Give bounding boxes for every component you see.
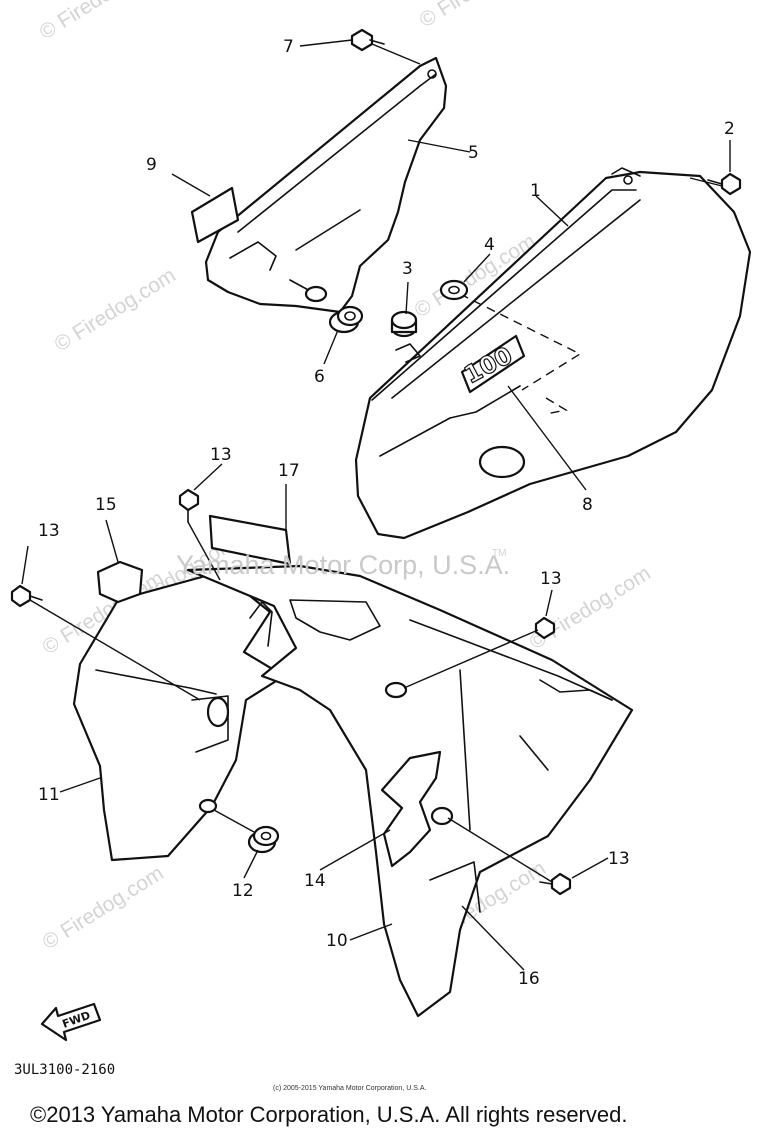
part-13-bolt-left [10, 584, 43, 608]
part-14-emblem [380, 750, 442, 868]
callout-8: 8 [582, 495, 593, 515]
part-1-right-side-cover [354, 167, 752, 540]
callout-7: 7 [283, 37, 294, 57]
part-15-clip [96, 560, 144, 604]
part-12-grommet [247, 825, 280, 854]
callout-numbers: 7 2 5 9 1 4 3 6 8 13 17 15 13 13 11 13 1… [38, 37, 735, 989]
diagram-code: 3UL3100-2160 [14, 1062, 115, 1078]
leader-lines [21, 39, 731, 971]
callout-6: 6 [314, 367, 325, 387]
callout-13-top: 13 [210, 445, 232, 465]
part-13-bolt-right-lower [539, 872, 572, 896]
watermark-firedog: © Firedog.com [50, 264, 179, 357]
watermark-yamaha: Yamaha Motor Corp, U.S.A. [176, 550, 510, 580]
callout-13-right-upper: 13 [540, 569, 562, 589]
watermark-firedog-top: © Firedog.com [415, 0, 544, 32]
part-4-grommet [439, 279, 469, 301]
callout-1: 1 [530, 181, 541, 201]
part-11-left-panel [72, 570, 286, 862]
callout-17: 17 [278, 461, 300, 481]
callout-13-left: 13 [38, 521, 60, 541]
part-5-left-side-cover [204, 56, 448, 314]
fwd-arrow: FWD [40, 1002, 102, 1042]
callout-3: 3 [402, 259, 413, 279]
copyright-notice: ©2013 Yamaha Motor Corporation, U.S.A. A… [30, 1102, 627, 1127]
callout-12: 12 [232, 881, 254, 901]
part-13-bolt-right-upper [534, 616, 556, 640]
callout-16: 16 [518, 969, 540, 989]
callout-9: 9 [146, 155, 157, 175]
part-17-decal [208, 514, 292, 566]
callout-15: 15 [95, 495, 117, 515]
callout-5: 5 [468, 143, 479, 163]
part-13-bolt-top [178, 488, 200, 523]
part-3-collar [390, 310, 421, 363]
callout-14: 14 [304, 871, 326, 891]
callout-2: 2 [724, 119, 735, 139]
callout-13-right-lower: 13 [608, 849, 630, 869]
watermark-tm: TM [492, 548, 506, 559]
callout-11: 11 [38, 785, 60, 805]
part-2-bolt [707, 172, 742, 196]
callout-4: 4 [484, 235, 495, 255]
part-9-decal [190, 186, 240, 244]
watermark-firedog-lowleft: © Firedog.com [38, 862, 167, 955]
fine-copyright: (c) 2005-2015 Yamaha Motor Corporation, … [273, 1085, 426, 1092]
part-6-grommet [328, 305, 364, 334]
callout-10: 10 [326, 931, 348, 951]
watermark-firedog-top-left: © Firedog.com [35, 0, 164, 44]
